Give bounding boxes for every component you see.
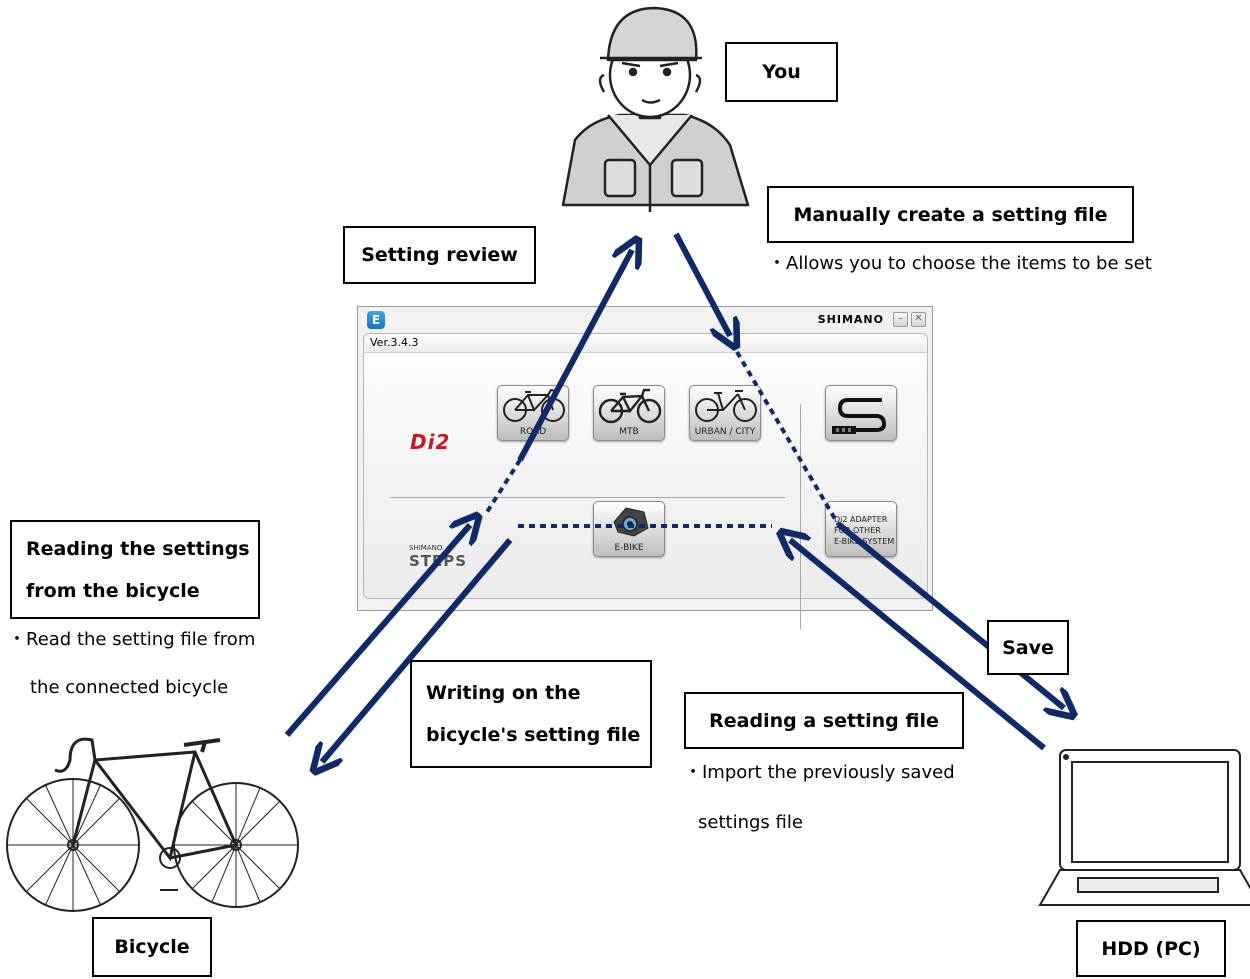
urban-city-button[interactable]: URBAN / CITY	[689, 385, 761, 441]
minimize-button[interactable]: –	[893, 312, 908, 327]
reading-from-bicycle-label: Reading the settings from the bicycle	[10, 520, 260, 619]
urban-bike-icon	[695, 390, 757, 422]
reading-file-note-line1: ・Import the previously saved	[684, 762, 955, 783]
urban-label: URBAN / CITY	[694, 427, 756, 437]
bicycle-label: Bicycle	[92, 917, 212, 977]
manual-create-note: ・Allows you to choose the items to be se…	[768, 253, 1152, 274]
save-label: Save	[987, 620, 1069, 675]
arrow-save	[836, 521, 1064, 708]
ebike-label: E-BIKE	[614, 543, 644, 553]
laptop-icon	[1038, 749, 1250, 906]
adapter-label-line1: Di2 ADAPTER	[834, 515, 888, 524]
mtb-button[interactable]: MTB	[593, 385, 665, 441]
mtb-bike-icon	[598, 388, 662, 424]
hdd-pc-label: HDD (PC)	[1076, 920, 1226, 977]
steps-brand-small: SHIMANO	[409, 544, 443, 552]
arrow-setting-review	[517, 250, 632, 462]
writing-to-bicycle-label: Writing on the bicycle's setting file	[410, 660, 652, 768]
app-window: E SHIMANO – ✕ Ver.3.4.3 Di2 SHIMANO STEP…	[357, 306, 933, 629]
app-logo-icon: E	[367, 311, 385, 329]
mtb-label: MTB	[619, 427, 639, 437]
setting-review-label: Setting review	[343, 226, 536, 284]
reading-from-bicycle-note-line2: the connected bicycle	[30, 677, 229, 698]
adapter-cable-icon	[832, 398, 887, 434]
cable-button[interactable]	[825, 385, 897, 441]
brand-logo: SHIMANO	[817, 313, 884, 326]
reading-from-bicycle-note-line1: ・Read the setting file from	[8, 629, 256, 650]
arrow-writing-to-bicycle	[322, 538, 513, 762]
version-label: Ver.3.4.3	[370, 336, 419, 349]
adapter-label-line2: FOR OTHER	[834, 526, 881, 535]
reading-file-note-line2: settings file	[698, 812, 803, 833]
close-button[interactable]: ✕	[911, 312, 926, 327]
dotted-line	[735, 350, 840, 526]
di2-adapter-button[interactable]: Di2 ADAPTER FOR OTHER E-BIKE SYSTEM	[825, 501, 897, 557]
ebike-button[interactable]: E-BIKE	[593, 501, 665, 557]
arrow-reading-file	[790, 540, 1046, 751]
writing-to-bicycle-line2: bicycle's setting file	[426, 724, 641, 746]
title-bar: E SHIMANO – ✕	[358, 307, 932, 333]
you-label: You	[725, 42, 838, 102]
manual-create-label: Manually create a setting file	[767, 186, 1134, 243]
divider	[390, 497, 785, 498]
version-bar: Ver.3.4.3	[364, 334, 927, 353]
writing-to-bicycle-line1: Writing on the	[426, 682, 581, 704]
arrow-manual-create	[673, 232, 730, 336]
reading-from-bicycle-line2: from the bicycle	[26, 579, 200, 602]
reading-from-bicycle-line1: Reading the settings	[26, 537, 250, 560]
reading-file-label: Reading a setting file	[684, 692, 964, 749]
divider	[800, 404, 801, 629]
dotted-line	[485, 458, 522, 514]
arrow-reading-from-bicycle	[284, 525, 470, 737]
person-icon	[561, 6, 750, 212]
bicycle-icon	[6, 737, 299, 912]
di2-logo: Di2	[410, 430, 451, 454]
main-panel: Ver.3.4.3 Di2 SHIMANO STEPS ROAD	[363, 333, 928, 629]
